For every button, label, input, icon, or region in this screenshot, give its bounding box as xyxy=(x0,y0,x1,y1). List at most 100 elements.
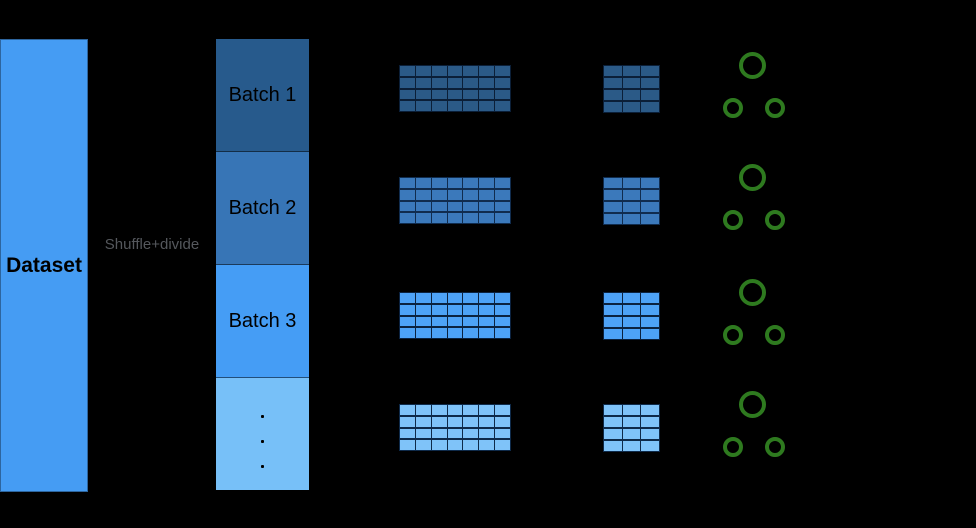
grid-cell xyxy=(431,440,447,450)
batch-box-2: Batch 2 xyxy=(216,152,309,265)
grid-cell xyxy=(463,293,479,303)
grid-cell xyxy=(622,293,641,303)
grid-cell xyxy=(604,202,622,212)
grid-cell xyxy=(622,102,641,112)
node-ring-small-left-row4 xyxy=(723,437,743,457)
node-ring-small-left-row3 xyxy=(723,325,743,345)
dataset-box: Dataset xyxy=(0,39,88,492)
grid-cell xyxy=(604,305,622,315)
grid-cell xyxy=(641,417,659,427)
node-ring-big-row3 xyxy=(738,279,766,306)
grid-cell xyxy=(641,190,659,200)
grid-cell xyxy=(641,202,659,212)
sample-grid-large-row4 xyxy=(399,404,511,451)
grid-cell xyxy=(495,405,510,415)
grid-cell xyxy=(604,214,622,224)
grid-cell xyxy=(622,66,641,76)
grid-cell xyxy=(495,189,510,200)
grid-cell xyxy=(431,293,447,303)
grid-cell xyxy=(447,101,463,111)
grid-cell xyxy=(604,190,622,200)
grid-cell xyxy=(400,293,415,303)
grid-cell xyxy=(463,405,479,415)
grid-cell xyxy=(400,66,415,76)
grid-cell xyxy=(447,89,463,100)
grid-cell xyxy=(479,213,495,223)
grid-cell xyxy=(463,428,479,439)
grid-cell xyxy=(447,316,463,327)
grid-cell xyxy=(641,78,659,88)
grid-cell xyxy=(622,202,641,212)
grid-cell xyxy=(447,416,463,427)
grid-cell xyxy=(604,417,622,427)
grid-cell xyxy=(604,90,622,100)
grid-cell xyxy=(415,201,431,212)
grid-cell xyxy=(447,77,463,88)
grid-cell xyxy=(604,329,622,339)
grid-cell xyxy=(641,90,659,100)
grid-cell xyxy=(400,328,415,338)
grid-cell xyxy=(431,416,447,427)
node-ring-small-right-row1 xyxy=(765,98,785,118)
grid-cell xyxy=(447,189,463,200)
ellipsis-dot xyxy=(261,464,264,468)
grid-cell xyxy=(495,304,510,315)
grid-cell xyxy=(622,441,641,451)
grid-cell xyxy=(641,178,659,188)
grid-cell xyxy=(604,293,622,303)
grid-cell xyxy=(495,213,510,223)
node-ring-big-row1 xyxy=(738,52,766,79)
grid-cell xyxy=(495,89,510,100)
sample-grid-large-row1 xyxy=(399,65,511,112)
grid-cell xyxy=(400,416,415,427)
grid-cell xyxy=(400,178,415,188)
grid-cell xyxy=(479,328,495,338)
grid-cell xyxy=(463,201,479,212)
grid-cell xyxy=(479,293,495,303)
grid-cell xyxy=(622,178,641,188)
grid-cell xyxy=(604,441,622,451)
grid-cell xyxy=(604,317,622,327)
grid-cell xyxy=(479,77,495,88)
grid-cell xyxy=(495,440,510,450)
grid-cell xyxy=(479,440,495,450)
grid-cell xyxy=(463,178,479,188)
grid-cell xyxy=(622,417,641,427)
grid-cell xyxy=(447,440,463,450)
grid-cell xyxy=(431,428,447,439)
grid-cell xyxy=(431,201,447,212)
sample-grid-small-row2 xyxy=(603,177,660,225)
grid-cell xyxy=(622,329,641,339)
grid-cell xyxy=(604,429,622,439)
grid-cell xyxy=(415,316,431,327)
grid-cell xyxy=(479,316,495,327)
grid-cell xyxy=(495,77,510,88)
grid-cell xyxy=(463,440,479,450)
grid-cell xyxy=(604,405,622,415)
grid-cell xyxy=(447,213,463,223)
grid-cell xyxy=(641,441,659,451)
sample-grid-small-row1 xyxy=(603,65,660,113)
batch-label: Batch 2 xyxy=(228,196,297,219)
grid-cell xyxy=(463,213,479,223)
grid-cell xyxy=(479,178,495,188)
grid-cell xyxy=(431,405,447,415)
grid-cell xyxy=(479,101,495,111)
grid-cell xyxy=(604,66,622,76)
batch-box-1: Batch 1 xyxy=(216,39,309,152)
grid-cell xyxy=(463,66,479,76)
grid-cell xyxy=(479,416,495,427)
batch-box-4 xyxy=(216,378,309,490)
node-ring-small-right-row4 xyxy=(765,437,785,457)
grid-cell xyxy=(641,293,659,303)
grid-cell xyxy=(479,405,495,415)
grid-cell xyxy=(622,90,641,100)
sample-grid-large-row3 xyxy=(399,292,511,339)
grid-cell xyxy=(431,189,447,200)
grid-cell xyxy=(463,328,479,338)
grid-cell xyxy=(400,316,415,327)
grid-cell xyxy=(641,102,659,112)
grid-cell xyxy=(447,293,463,303)
grid-cell xyxy=(622,429,641,439)
grid-cell xyxy=(400,89,415,100)
